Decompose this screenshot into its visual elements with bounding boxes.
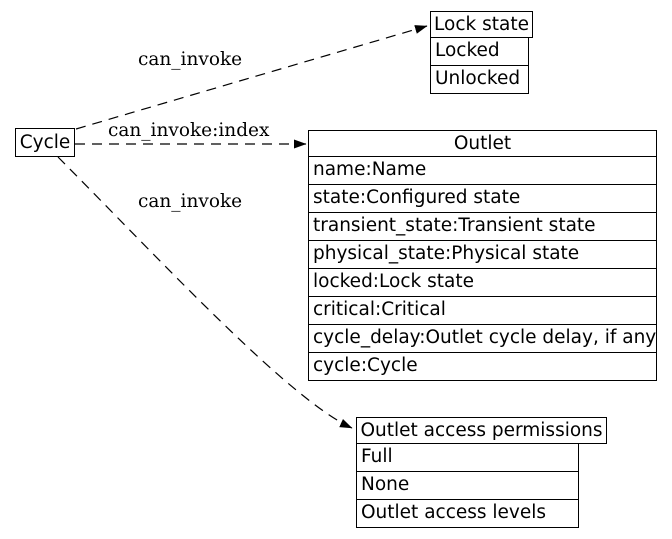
table-row: Full [356, 444, 579, 472]
table-row: physical_state:Physical state [308, 241, 657, 269]
table-row: Unlocked [430, 66, 529, 94]
table-row: Outlet access levels [356, 500, 579, 528]
table-outlet-title: Outlet [453, 133, 512, 154]
table-outlet-header: Outlet [308, 130, 657, 157]
table-lock-state-title: Lock state [434, 14, 529, 35]
table-row: cycle_delay:Outlet cycle delay, if any [308, 325, 657, 353]
edge-label-can-invoke-lock-state: can_invoke [138, 49, 243, 70]
table-lock-state-rows: Locked Unlocked [430, 38, 529, 94]
table-row: cycle:Cycle [308, 353, 657, 381]
table-row: transient_state:Transient state [308, 213, 657, 241]
edge-cycle-to-lock-state [75, 25, 428, 130]
table-lock-state-header: Lock state [430, 11, 533, 38]
edge-label-can-invoke-outlet-access: can_invoke [138, 191, 243, 212]
edge-label-can-invoke-index: can_invoke:index [108, 120, 270, 141]
table-row: None [356, 472, 579, 500]
table-row: locked:Lock state [308, 269, 657, 297]
table-row: name:Name [308, 157, 657, 185]
table-outlet-access-permissions-title: Outlet access permissions [360, 420, 603, 441]
node-cycle: Cycle [15, 128, 75, 157]
table-row: Locked [430, 38, 529, 66]
table-row: state:Configured state [308, 185, 657, 213]
table-outlet-access-permissions-rows: Full None Outlet access levels [356, 444, 579, 528]
table-outlet-access-permissions-header: Outlet access permissions [356, 417, 607, 444]
table-outlet-rows: name:Name state:Configured state transie… [308, 157, 657, 381]
node-cycle-label: Cycle [19, 132, 71, 153]
table-row: critical:Critical [308, 297, 657, 325]
